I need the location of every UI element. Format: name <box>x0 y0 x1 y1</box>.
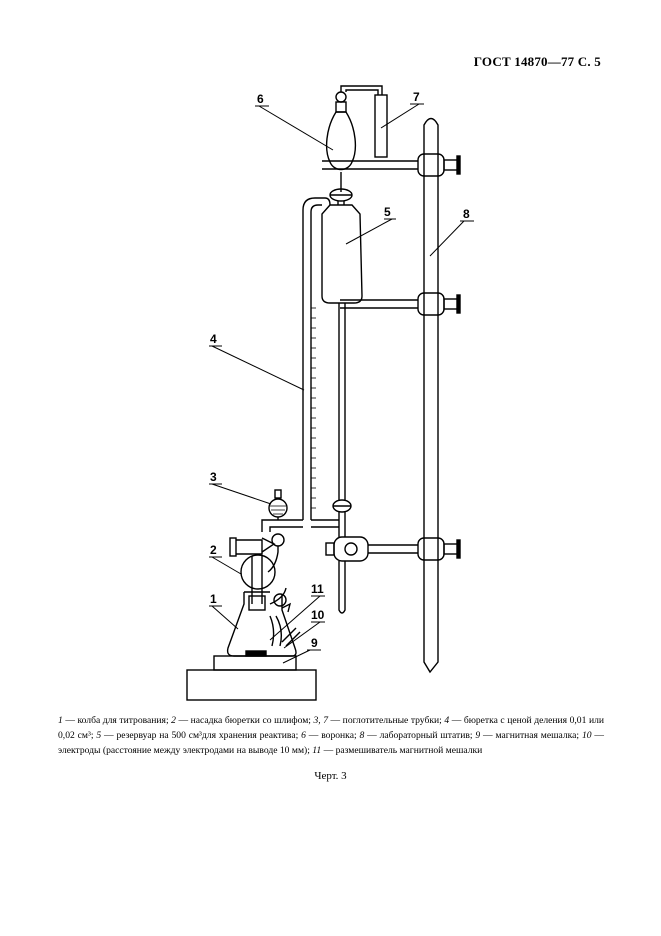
label-9: 9 <box>311 636 318 650</box>
burette-scale <box>311 307 316 509</box>
reagent-reservoir <box>321 204 363 614</box>
stand-clamp-bottom <box>325 536 461 562</box>
caption-item-9: 9 — магнитная мешалка; <box>475 730 582 741</box>
label-8: 8 <box>463 207 470 221</box>
label-11: 11 <box>311 582 324 596</box>
caption-item-1: 1 — колба для титрования; <box>58 715 172 726</box>
figure-caption: 1 — колба для титрования; 2 — насадка бю… <box>58 713 604 758</box>
burette-stopcock <box>229 533 285 573</box>
electrodes <box>269 615 301 647</box>
stirrer-bar <box>245 650 267 657</box>
figure-title: Черт. 3 <box>314 770 347 782</box>
caption-item-10: 10 — электроды (расстояние между электро… <box>58 730 604 756</box>
page-header: ГОСТ 14870—77 С. 5 <box>473 54 601 69</box>
caption-item-4: 4 — бюретка с ценой деления 0,01 или 0,0… <box>58 715 604 741</box>
absorption-tube-7 <box>340 85 388 158</box>
separating-funnel <box>325 91 357 205</box>
burette-attachment <box>240 554 276 611</box>
caption-item-3-7: 3, 7 — поглотительные трубки; <box>313 715 445 726</box>
stand-clamp-top <box>322 153 461 177</box>
absorption-tube-3 <box>268 489 288 520</box>
label-6: 6 <box>257 92 264 106</box>
lab-stand <box>423 117 439 674</box>
leader-lines <box>209 103 474 664</box>
label-1: 1 <box>210 592 217 606</box>
caption-item-6: 6 — воронка; <box>301 730 360 741</box>
label-7: 7 <box>413 90 420 104</box>
caption-item-8: 8 — лабораторный штатив; <box>359 730 476 741</box>
label-10: 10 <box>311 608 325 622</box>
base-platform <box>186 669 317 701</box>
stand-clamp-middle <box>340 292 461 316</box>
label-2: 2 <box>210 543 217 557</box>
label-5: 5 <box>384 205 391 219</box>
burette <box>261 197 339 532</box>
caption-item-2: 2 — насадка бюретки со шлифом; <box>171 715 314 726</box>
label-3: 3 <box>210 470 217 484</box>
label-4: 4 <box>210 332 217 346</box>
caption-item-5: 5 — резервуар на 500 см³для хранения реа… <box>96 730 302 741</box>
caption-item-11: 11 — размешиватель магнитной мешалки <box>312 745 483 756</box>
